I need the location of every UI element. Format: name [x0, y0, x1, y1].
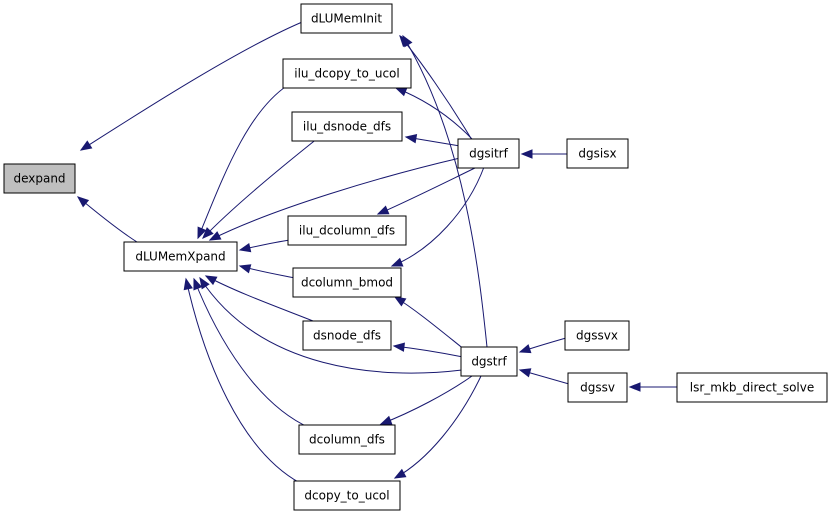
node-ilu_dcolumn_dfs[interactable]: ilu_dcolumn_dfs: [287, 215, 407, 246]
arrowhead: [392, 342, 405, 352]
node-label-dsnode_dfs: dsnode_dfs: [313, 329, 381, 343]
arrowhead: [199, 276, 210, 290]
node-dLUMemXpand[interactable]: dLUMemXpand: [123, 241, 238, 272]
node-label-dgsisx: dgsisx: [578, 147, 616, 161]
node-dgsitrf[interactable]: dgsitrf: [457, 138, 520, 169]
arrowhead: [520, 149, 533, 159]
node-dcolumn_dfs[interactable]: dcolumn_dfs: [298, 424, 396, 455]
edge-dgsitrf-to-ilu_dcolumn_dfs: [376, 166, 478, 215]
edge-dgstrf-to-dcolumn_dfs: [379, 375, 473, 425]
arrowhead: [183, 277, 193, 291]
arrowhead: [204, 275, 218, 286]
node-dsnode_dfs[interactable]: dsnode_dfs: [302, 320, 392, 351]
edge-dgsisx-to-dgsitrf: [520, 149, 568, 159]
edge-dgssvx-to-dgstrf: [518, 337, 567, 354]
edge-ilu_dcopy_to_ucol-to-dLUMemXpand: [197, 84, 289, 240]
arrowhead: [518, 368, 532, 378]
edge-ilu_dsnode_dfs-to-dLUMemXpand: [202, 137, 319, 239]
arrowhead: [79, 140, 93, 151]
node-label-dgssvx: dgssvx: [576, 329, 618, 343]
arrowhead: [628, 382, 641, 392]
arrowhead: [238, 243, 252, 253]
node-label-dgsitrf: dgsitrf: [469, 147, 508, 161]
arrowhead: [518, 344, 532, 354]
arrowhead: [238, 264, 252, 274]
edge-dgssv-to-dgstrf: [518, 368, 570, 385]
node-label-dgssv: dgssv: [580, 381, 615, 395]
node-dcolumn_bmod[interactable]: dcolumn_bmod: [292, 267, 402, 298]
edge-dgsitrf-to-dLUMemXpand: [208, 157, 461, 241]
edge-dcolumn_dfs-to-dLUMemXpand: [193, 277, 311, 429]
edge-dgsitrf-to-ilu_dsnode_dfs: [404, 134, 461, 147]
arrowhead: [393, 468, 407, 479]
node-dgssvx[interactable]: dgssvx: [564, 320, 630, 351]
node-dexpand[interactable]: dexpand: [3, 163, 76, 194]
node-dgsisx[interactable]: dgsisx: [566, 138, 629, 169]
edge-dLUMemInit-to-dexpand: [79, 19, 308, 151]
node-dgssv[interactable]: dgssv: [567, 372, 628, 403]
node-lsr_mkb_direct_solve[interactable]: lsr_mkb_direct_solve: [676, 372, 828, 403]
edge-lsr_mkb_direct_solve-to-dgssv: [628, 382, 678, 392]
arrowhead: [197, 226, 207, 240]
arrowhead: [193, 277, 203, 291]
edge-dgstrf-to-dLUMemInit: [402, 34, 488, 348]
edge-dgstrf-to-dcolumn_bmod: [393, 296, 466, 351]
node-ilu_dcopy_to_ucol[interactable]: ilu_dcopy_to_ucol: [282, 58, 412, 89]
node-label-dexpand: dexpand: [13, 172, 65, 186]
edge-dgstrf-to-dcopy_to_ucol: [393, 375, 482, 479]
node-label-lsr_mkb_direct_solve: lsr_mkb_direct_solve: [690, 381, 815, 395]
arrowhead: [402, 34, 413, 48]
arrowhead: [208, 231, 222, 241]
arrowhead: [202, 227, 214, 239]
node-layer: dexpand dLUMemInit ilu_dcopy_to_ucol ilu…: [3, 3, 828, 511]
edge-dgsitrf-to-dcolumn_bmod: [390, 166, 485, 267]
node-label-ilu_dsnode_dfs: ilu_dsnode_dfs: [303, 120, 391, 134]
edge-dcopy_to_ucol-to-dLUMemXpand: [183, 277, 301, 484]
node-label-dgstrf: dgstrf: [471, 355, 507, 369]
edge-layer: [76, 19, 678, 484]
node-label-ilu_dcopy_to_ucol: ilu_dcopy_to_ucol: [294, 67, 399, 81]
arrowhead: [76, 196, 90, 208]
arrowhead: [404, 134, 418, 144]
edge-dgsitrf-to-ilu_dcopy_to_ucol: [394, 87, 474, 141]
node-dcopy_to_ucol[interactable]: dcopy_to_ucol: [293, 480, 401, 511]
node-label-ilu_dcolumn_dfs: ilu_dcolumn_dfs: [299, 224, 395, 238]
node-label-dcopy_to_ucol: dcopy_to_ucol: [304, 489, 389, 503]
edge-dgstrf-to-dLUMemXpand: [199, 276, 463, 374]
node-label-dLUMemXpand: dLUMemXpand: [135, 250, 225, 264]
edge-dsnode_dfs-to-dLUMemXpand: [204, 275, 319, 324]
node-label-dcolumn_bmod: dcolumn_bmod: [301, 276, 393, 290]
node-dgstrf[interactable]: dgstrf: [460, 346, 518, 377]
arrowhead: [390, 257, 404, 267]
edge-dgstrf-to-dsnode_dfs: [392, 342, 464, 358]
edge-ilu_dcolumn_dfs-to-dLUMemXpand: [238, 239, 291, 253]
node-label-dLUMemInit: dLUMemInit: [311, 12, 382, 26]
edge-dcolumn_bmod-to-dLUMemXpand: [238, 264, 296, 279]
node-label-dcolumn_dfs: dcolumn_dfs: [309, 433, 385, 447]
arrowhead: [393, 296, 407, 307]
edge-dLUMemXpand-to-dexpand: [76, 196, 138, 243]
arrowhead: [379, 415, 393, 425]
node-ilu_dsnode_dfs[interactable]: ilu_dsnode_dfs: [291, 111, 403, 142]
node-dLUMemInit[interactable]: dLUMemInit: [300, 3, 393, 34]
arrowhead: [376, 205, 390, 215]
arrowhead: [394, 87, 408, 97]
